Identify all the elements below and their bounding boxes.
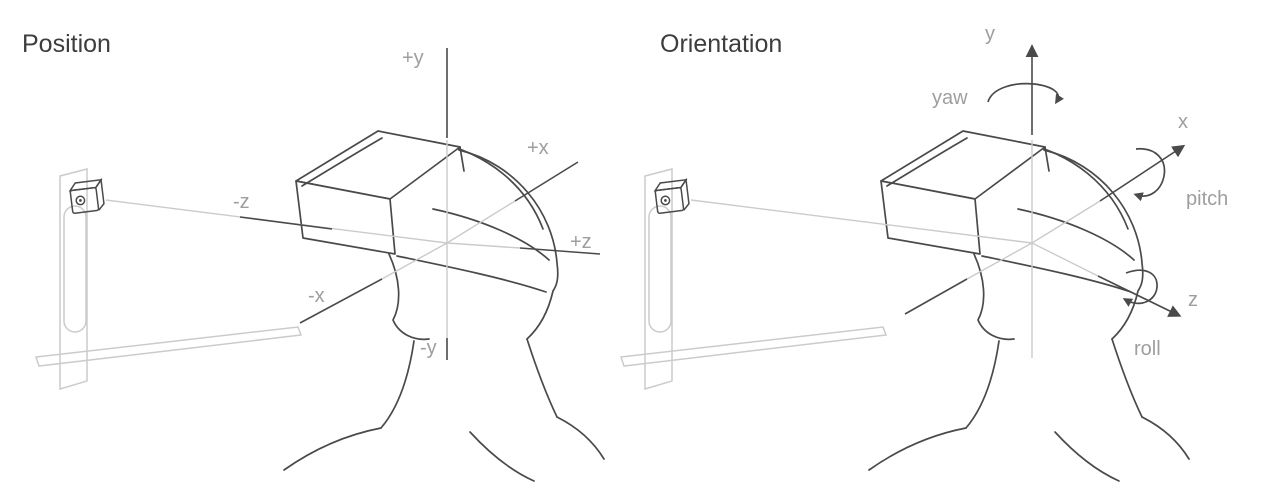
position-axis-labels: +y -y +x -x +z -z <box>233 47 592 359</box>
z-axis-through-line <box>446 242 521 249</box>
roll-rotation-arrow <box>1122 269 1158 307</box>
pos-z-label: +z <box>570 231 592 253</box>
neg-z-axis-line <box>239 216 333 230</box>
position-panel-title: Position <box>22 30 111 58</box>
neg-z-label: -z <box>233 191 250 213</box>
pitch-label: pitch <box>1186 188 1228 210</box>
pos-z-axis-line <box>519 247 601 255</box>
orientation-axes <box>690 44 1186 358</box>
x-axis-through-line <box>1031 200 1101 244</box>
orientation-scene <box>620 130 1190 482</box>
rotation-arrows <box>987 82 1166 307</box>
camera-sight-line <box>690 199 1033 244</box>
x-label: x <box>1178 111 1188 133</box>
pos-x-axis-line <box>514 161 579 202</box>
orientation-labels: y x z yaw pitch roll <box>932 23 1228 360</box>
z-label: z <box>1188 289 1198 311</box>
yaw-rotation-arrow <box>987 82 1064 105</box>
y-label: y <box>985 23 995 45</box>
neg-x-axis-line <box>904 278 968 315</box>
neg-x-axis-line <box>299 278 383 324</box>
orientation-panel-title: Orientation <box>660 30 782 58</box>
yaw-label: yaw <box>932 87 968 109</box>
neg-x-axis-through-line <box>381 242 448 280</box>
pos-y-label: +y <box>402 47 424 69</box>
position-panel: Position +y -y +x -x +z -z <box>22 30 605 482</box>
pitch-rotation-arrow <box>1133 148 1166 202</box>
orientation-panel: Orientation y x z yaw pitch roll <box>620 23 1228 482</box>
roll-label: roll <box>1134 338 1161 360</box>
z-axis-through-line <box>1031 242 1099 277</box>
x-axis-arrow <box>1099 144 1186 202</box>
neg-y-label: -y <box>420 337 437 359</box>
neg-x-label: -x <box>308 285 325 307</box>
position-axes <box>105 48 601 360</box>
neg-x-axis-through-line <box>966 242 1033 280</box>
z-axis-arrow <box>1097 275 1182 317</box>
pos-x-label: +x <box>527 137 549 159</box>
x-axis-through-line <box>446 200 516 244</box>
